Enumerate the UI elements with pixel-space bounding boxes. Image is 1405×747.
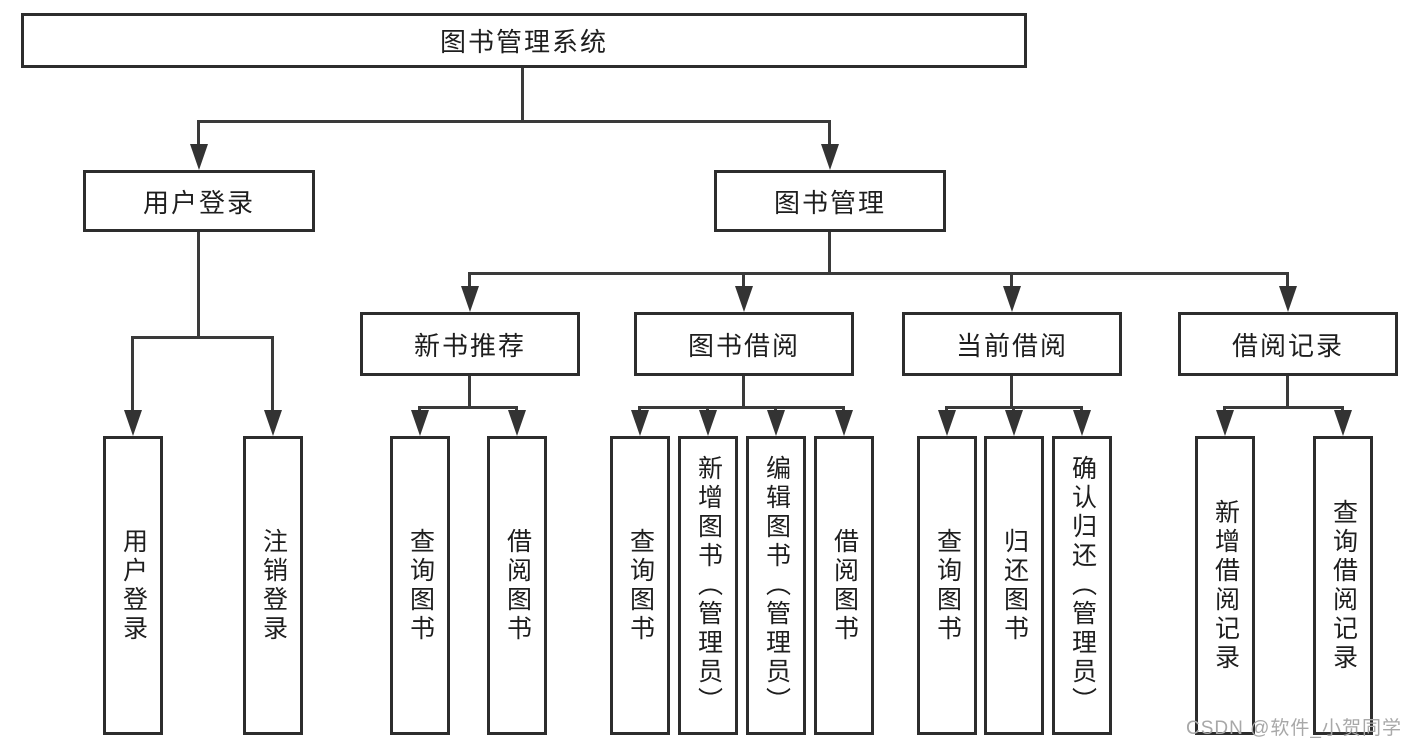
connector-line — [1012, 406, 1015, 413]
node-borrow-record: 借阅记录 — [1178, 312, 1398, 376]
connector-line — [197, 232, 200, 338]
connector-line — [271, 336, 274, 412]
connector-line — [742, 376, 745, 408]
connector-line — [640, 406, 844, 409]
node-book-borrow: 图书借阅 — [634, 312, 854, 376]
connector-line — [828, 120, 831, 146]
connector-line — [1286, 376, 1289, 408]
connector-line — [468, 272, 471, 289]
node-nb-query-book: 查询图书 — [390, 436, 450, 735]
arrow-down-icon — [1003, 286, 1021, 312]
arrow-down-icon — [699, 410, 717, 436]
connector-line — [1341, 406, 1344, 413]
connector-line — [1286, 272, 1289, 289]
arrow-down-icon — [264, 410, 282, 436]
arrow-down-icon — [631, 410, 649, 436]
connector-line — [131, 336, 274, 339]
arrow-down-icon — [190, 144, 208, 170]
connector-line — [1223, 406, 1344, 409]
connector-line — [468, 376, 471, 408]
connector-line — [131, 336, 134, 412]
connector-line — [842, 406, 845, 413]
node-bb-borrow-book: 借阅图书 — [814, 436, 874, 735]
node-ul-user-login: 用户登录 — [103, 436, 163, 735]
node-root: 图书管理系统 — [21, 13, 1027, 68]
node-bb-add-book: 新增图书（管理员） — [678, 436, 738, 735]
connector-line — [1080, 406, 1083, 413]
node-new-book-rec: 新书推荐 — [360, 312, 580, 376]
connector-line — [418, 406, 518, 409]
arrow-down-icon — [411, 410, 429, 436]
arrow-down-icon — [1073, 410, 1091, 436]
node-br-query-record: 查询借阅记录 — [1313, 436, 1373, 735]
connector-line — [638, 406, 641, 413]
node-cb-query-book: 查询图书 — [917, 436, 977, 735]
arrow-down-icon — [1216, 410, 1234, 436]
connector-line — [468, 272, 1289, 275]
connector-line — [828, 232, 831, 274]
node-user-login: 用户登录 — [83, 170, 315, 232]
connector-line — [1223, 406, 1226, 413]
arrow-down-icon — [124, 410, 142, 436]
arrow-down-icon — [835, 410, 853, 436]
node-ul-logout: 注销登录 — [243, 436, 303, 735]
connector-line — [706, 406, 709, 413]
connector-line — [774, 406, 777, 413]
arrow-down-icon — [1005, 410, 1023, 436]
node-br-add-record: 新增借阅记录 — [1195, 436, 1255, 735]
arrow-down-icon — [735, 286, 753, 312]
arrow-down-icon — [461, 286, 479, 312]
node-bb-edit-book: 编辑图书（管理员） — [746, 436, 806, 735]
node-cb-confirm-return: 确认归还（管理员） — [1052, 436, 1112, 735]
connector-line — [197, 120, 831, 123]
arrow-down-icon — [767, 410, 785, 436]
node-cb-return-book: 归还图书 — [984, 436, 1044, 735]
connector-line — [1010, 376, 1013, 408]
arrow-down-icon — [508, 410, 526, 436]
connector-line — [945, 406, 948, 413]
connector-line — [521, 68, 524, 122]
arrow-down-icon — [821, 144, 839, 170]
node-bb-query-book: 查询图书 — [610, 436, 670, 735]
connector-line — [515, 406, 518, 413]
connector-line — [1010, 272, 1013, 289]
arrow-down-icon — [1279, 286, 1297, 312]
connector-line — [742, 272, 745, 289]
node-current-borrow: 当前借阅 — [902, 312, 1122, 376]
node-nb-borrow-book: 借阅图书 — [487, 436, 547, 735]
arrow-down-icon — [1334, 410, 1352, 436]
connector-line — [197, 120, 200, 146]
connector-line — [418, 406, 421, 413]
node-book-mgmt: 图书管理 — [714, 170, 946, 232]
arrow-down-icon — [938, 410, 956, 436]
csdn-watermark: CSDN @软件_小贺同学 — [1186, 718, 1402, 739]
